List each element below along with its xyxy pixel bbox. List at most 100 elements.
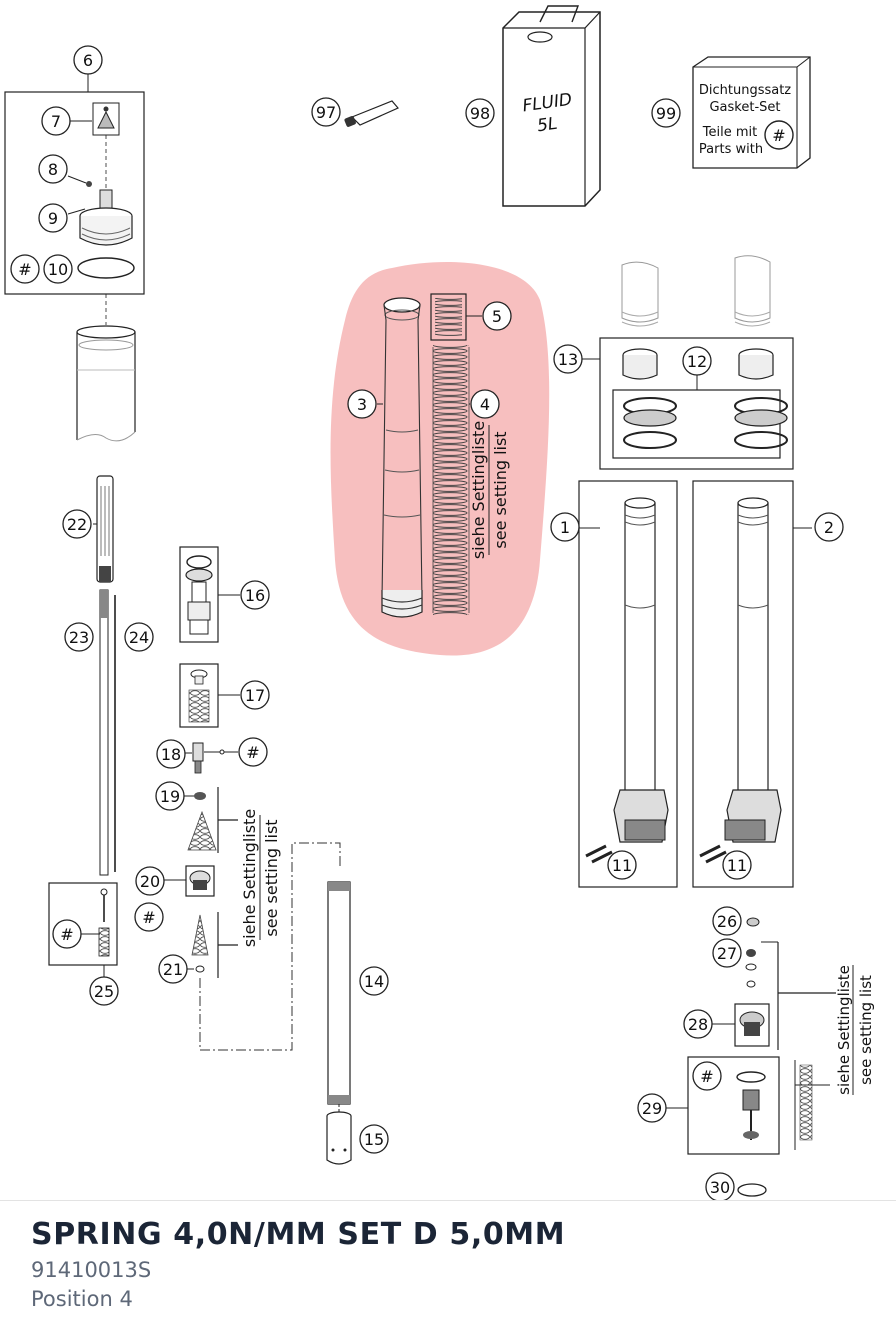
svg-text:#: # [60,925,73,944]
cartridge-dashed-frame [199,842,341,1051]
callout-30: 30 [705,1172,735,1200]
svg-text:13: 13 [558,350,578,369]
gasket-kit-hash: # [772,126,785,145]
setting-note-left-en: see setting list [262,819,281,936]
gasket-kit-line2: Gasket-Set [709,100,780,115]
svg-text:4: 4 [480,395,490,414]
callout-25: 25 [89,976,119,1006]
svg-text:8: 8 [48,160,58,179]
callout-11-right: 11 [722,850,752,880]
svg-text:7: 7 [51,112,61,131]
callout-24: 24 [124,622,154,652]
callout-7: 7 [41,106,71,136]
callout-6: 6 [73,45,103,75]
svg-text:9: 9 [48,209,58,228]
svg-text:2: 2 [824,518,834,537]
callout-98: 98 [465,98,495,128]
svg-text:21: 21 [163,960,183,979]
setting-note-center-en: see setting list [491,431,510,548]
svg-text:26: 26 [717,912,737,931]
callout-hash-20: # [134,902,164,932]
valve-box-16 [179,546,240,643]
footer-divider [0,1200,896,1201]
callout-18: 18 [156,739,186,769]
callout-9: 9 [38,203,68,233]
svg-text:30: 30 [710,1178,730,1197]
svg-text:#: # [246,743,259,762]
svg-text:#: # [142,908,155,927]
svg-text:#: # [18,260,31,279]
svg-text:22: 22 [67,515,87,534]
svg-text:15: 15 [364,1130,384,1149]
callout-10: 10 [43,254,73,284]
cartridge-tube-14 [327,881,351,1116]
callout-99: 99 [651,98,681,128]
setting-note-center-de: siehe Settingliste [469,421,488,559]
svg-text:1: 1 [560,518,570,537]
callout-21: 21 [158,954,188,984]
grease-tube-97 [344,100,399,127]
callout-5: 5 [482,301,512,331]
svg-text:25: 25 [94,982,114,1001]
outer-tube-right-2 [692,480,812,888]
svg-text:98: 98 [470,104,490,123]
part-name: SPRING 4,0N/MM SET D 5,0MM [31,1217,566,1252]
seal-box-12-13 [582,337,794,470]
setting-note-right-en: see setting list [857,975,875,1085]
setting-note-center: siehe Settingliste see setting list [469,421,510,559]
part-info-panel: SPRING 4,0N/MM SET D 5,0MM 91410013S Pos… [31,1214,871,1314]
fluid-can-label-line2: 5L [536,114,559,137]
callout-hash-25: # [52,919,82,949]
svg-text:28: 28 [688,1015,708,1034]
inner-tube-top [76,325,136,442]
svg-text:99: 99 [656,104,676,123]
callout-hash-10: # [10,254,40,284]
shim-stack-19-21 [164,787,238,978]
setting-note-right-de: siehe Settingliste [835,965,853,1095]
callout-16: 16 [240,580,270,610]
fluid-can-98: FLUID 5L [502,5,601,207]
svg-text:5: 5 [492,307,502,326]
svg-text:11: 11 [612,856,632,875]
callout-13: 13 [553,344,583,374]
svg-text:3: 3 [357,395,367,414]
svg-text:19: 19 [160,787,180,806]
valve-screw-18 [185,742,238,774]
spring-tube-3 [377,297,423,618]
svg-text:27: 27 [717,944,737,963]
outer-tube-left-1 [578,480,678,888]
gasket-kit-line4: Parts with [699,142,763,157]
svg-text:18: 18 [161,745,181,764]
svg-text:17: 17 [245,686,265,705]
svg-text:10: 10 [48,260,68,279]
compression-parts-26-30 [666,917,836,1197]
svg-text:23: 23 [69,628,89,647]
fork-spring-4[interactable] [432,345,470,615]
callout-97: 97 [311,97,341,127]
callout-22: 22 [62,509,92,539]
svg-text:20: 20 [140,872,160,891]
callout-3: 3 [347,389,377,419]
valve-box-17 [179,663,240,728]
svg-text:6: 6 [83,51,93,70]
callout-2: 2 [814,512,844,542]
exploded-parts-diagram: FLUID 5L Dichtungssatz Gasket-Set Teile … [4,5,875,1200]
rod-23-24 [99,589,116,876]
callout-20: 20 [135,866,165,896]
svg-text:24: 24 [129,628,149,647]
callout-8: 8 [38,154,68,184]
callout-12: 12 [682,346,712,376]
callout-14: 14 [359,966,389,996]
setting-note-left: siehe Settingliste see setting list [240,809,281,947]
svg-text:14: 14 [364,972,384,991]
callout-11-left: 11 [607,850,637,880]
svg-text:16: 16 [245,586,265,605]
svg-text:11: 11 [727,856,747,875]
gasket-kit-line1: Dichtungssatz [699,83,791,98]
svg-text:97: 97 [316,103,336,122]
callout-23: 23 [64,622,94,652]
callout-19: 19 [155,781,185,811]
callout-26: 26 [712,906,742,936]
callout-29: 29 [637,1093,667,1123]
callout-15: 15 [359,1124,389,1154]
